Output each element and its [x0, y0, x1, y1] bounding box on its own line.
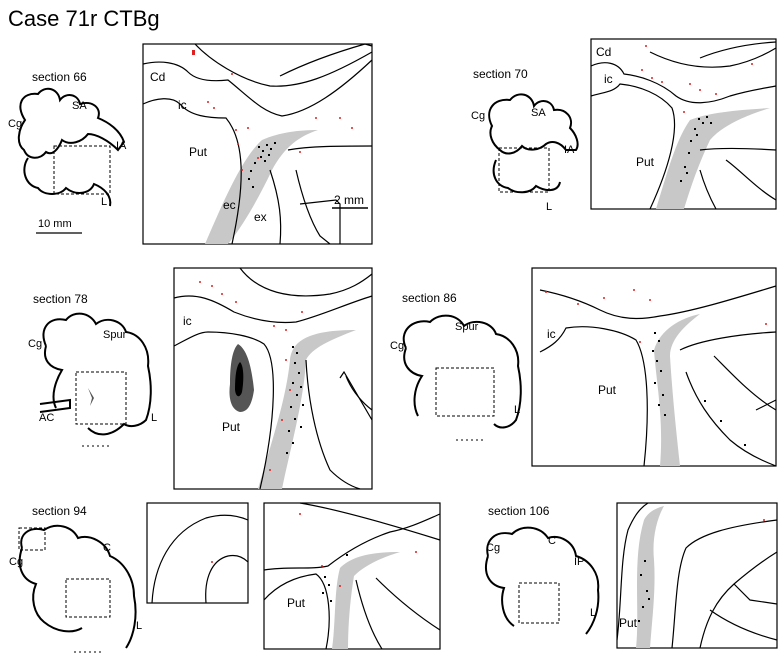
section-86-inset-put: Put	[598, 383, 617, 397]
section-106-inset-box	[518, 582, 560, 624]
section-66-label-sa: SA	[72, 100, 87, 112]
section-94-label-l: L	[136, 620, 143, 632]
section-66-label-l: L	[101, 196, 108, 208]
scale-bar-2mm-label: 2 mm	[334, 193, 364, 207]
section-66-inset-ex: ex	[254, 210, 267, 224]
section-86-label-spur: Spur	[455, 321, 479, 333]
section-66-inset-ic: ic	[178, 98, 187, 112]
section-70-label-sa: SA	[531, 107, 546, 119]
section-106-label-ip: IP	[574, 556, 585, 568]
inset-frame-66	[142, 43, 373, 245]
section-78-label-spur: Spur	[103, 329, 127, 341]
section-78-inset-ic: ic	[183, 314, 192, 328]
section-78-outline	[39, 312, 152, 436]
section-94-inset-box-b	[65, 578, 111, 618]
section-78-label-ac: AC	[39, 412, 55, 424]
section-94-inset-a-drawing	[151, 514, 249, 604]
section-78-inset-drawing	[173, 267, 373, 490]
section-70-title: section 70	[473, 67, 528, 81]
section-78-label-cg: Cg	[28, 338, 43, 350]
section-106-inset-put: Put	[619, 616, 638, 630]
section-70-inset-box	[498, 147, 550, 193]
section-106-label-cg: Cg	[486, 542, 501, 554]
section-86-inset-ic: ic	[547, 327, 556, 341]
section-70-inset-cd: Cd	[596, 45, 612, 59]
section-66-label-cg: Cg	[8, 118, 23, 130]
section-66-inset-box	[53, 145, 111, 195]
section-94-title: section 94	[32, 504, 87, 518]
section-106-inset-drawing	[616, 502, 778, 649]
section-66-label-ia: IA	[116, 140, 127, 152]
figure-title: Case 71r CTBg	[8, 6, 160, 31]
section-78-inset-box	[75, 371, 127, 425]
inset-frame-86	[531, 267, 777, 467]
section-66-title: section 66	[32, 70, 87, 84]
section-78-injection-small	[88, 388, 94, 406]
section-86-inset-drawing	[539, 285, 777, 467]
section-106-label-c: C	[548, 535, 556, 547]
section-66-inset-cd: Cd	[150, 70, 166, 84]
section-86-title: section 86	[402, 291, 457, 305]
inset-frame-106	[616, 502, 778, 649]
inset-frame-94a	[146, 502, 249, 604]
section-66-inset-ec: ec	[223, 198, 236, 212]
section-78-label-l: L	[151, 412, 158, 424]
section-86-label-l: L	[514, 404, 521, 416]
section-86-inset-box	[435, 367, 495, 417]
section-66-inset-drawing	[142, 43, 373, 245]
section-106-outline	[485, 526, 600, 635]
section-66-outline	[17, 87, 126, 207]
section-106-label-l: L	[590, 607, 597, 619]
section-94-outline	[18, 524, 137, 649]
section-70-label-l: L	[546, 201, 553, 213]
section-78-inset-put: Put	[222, 420, 241, 434]
section-70-label-cg: Cg	[471, 110, 486, 122]
scale-bar-10mm-label: 10 mm	[38, 218, 72, 230]
section-70-label-ia: IA	[564, 144, 575, 156]
section-94-inset-b-drawing	[263, 502, 441, 650]
section-66-inset-put: Put	[189, 145, 208, 159]
section-94-label-cg: Cg	[9, 556, 24, 568]
section-70-inset-ic: ic	[604, 72, 613, 86]
inset-frame-94b	[263, 502, 441, 650]
section-86-label-cg: Cg	[390, 340, 405, 352]
section-94-inset-box-a	[18, 527, 46, 551]
section-70-inset-put: Put	[636, 155, 655, 169]
section-94-label-c: C	[103, 542, 111, 554]
section-106-title: section 106	[488, 504, 550, 518]
section-94-inset-put: Put	[287, 596, 306, 610]
section-70-inset-drawing	[590, 41, 777, 210]
section-78-title: section 78	[33, 292, 88, 306]
section-86-outline	[402, 314, 522, 429]
